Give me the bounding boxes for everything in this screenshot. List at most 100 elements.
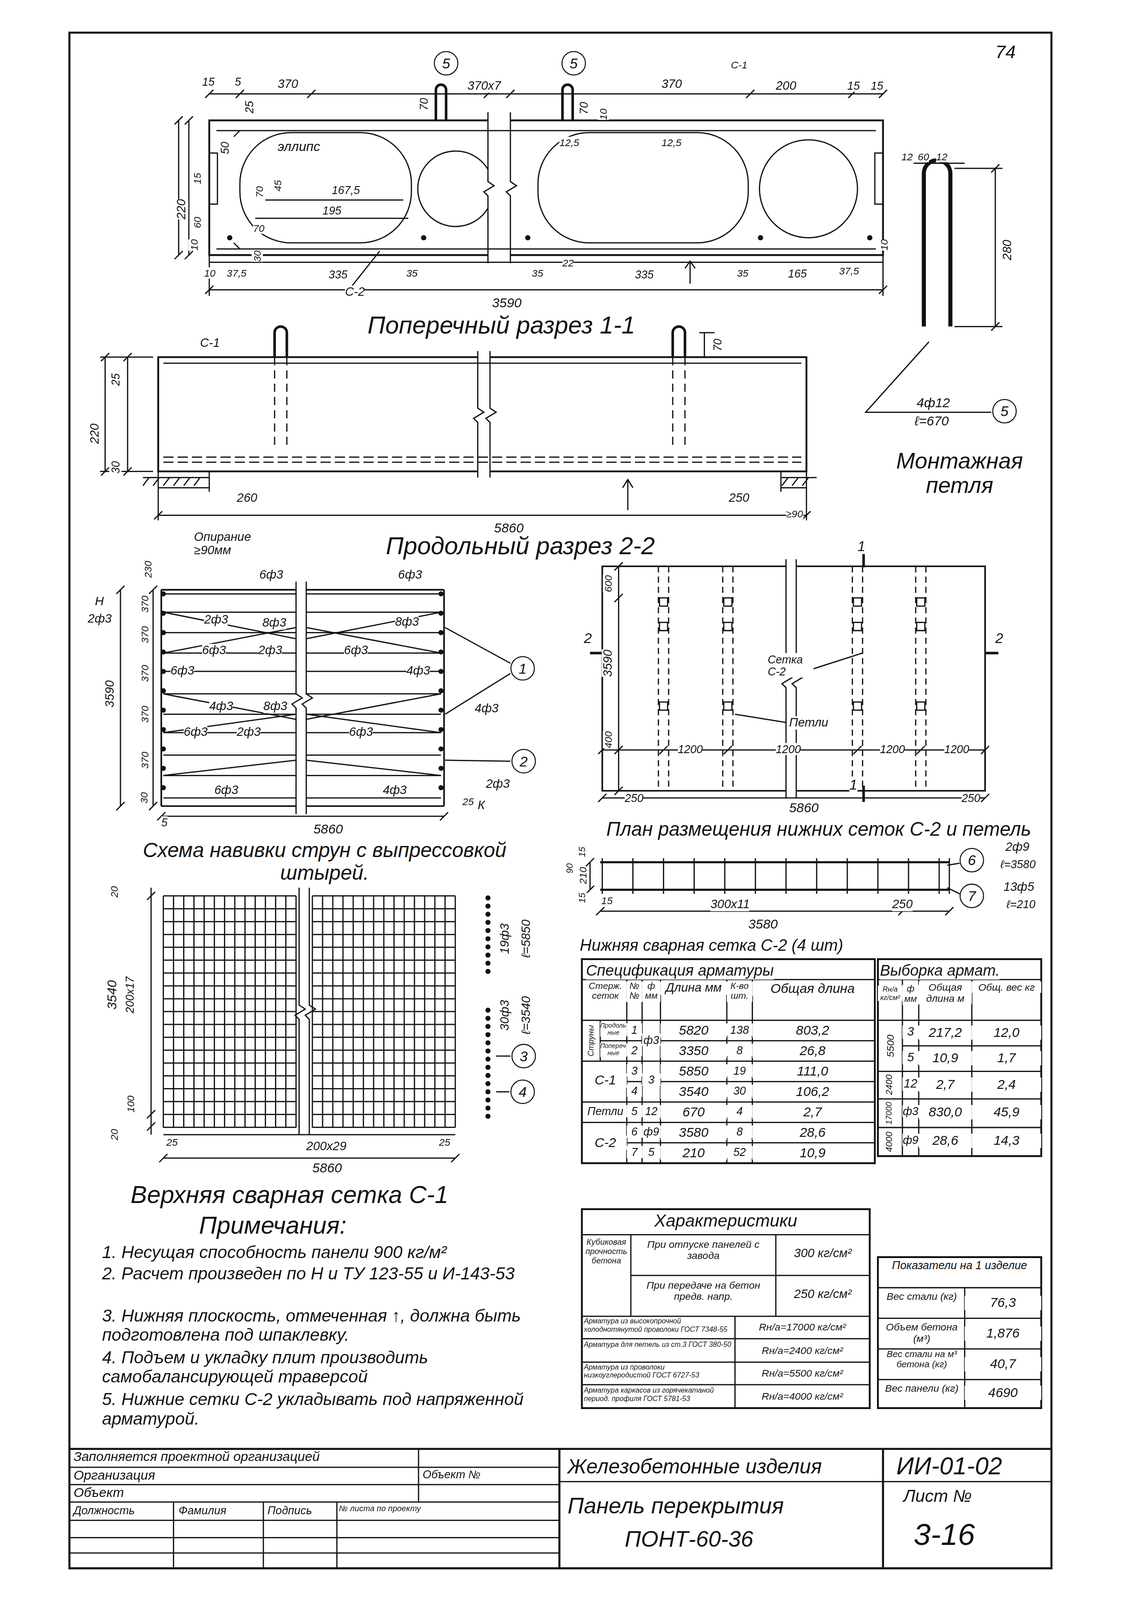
drawing-label: 3580 <box>748 917 778 933</box>
drawing-label: 3-16 <box>913 1518 975 1552</box>
drawing-label: Струны <box>587 1025 597 1057</box>
drawing-label: 19ф3 <box>498 923 512 955</box>
drawing-line <box>581 959 875 1164</box>
drawing-label: Объект <box>73 1486 124 1502</box>
drawing-line <box>163 593 442 799</box>
drawing-label: Объем бетона (м³) <box>880 1322 964 1345</box>
drawing-label: Длина мм <box>660 981 727 996</box>
drawing-line <box>473 350 497 478</box>
drawing-label: 300 кг/см² <box>777 1247 868 1261</box>
drawing-label: эллипс <box>277 139 321 155</box>
drawing-label: 220 <box>175 199 189 220</box>
drawing-label: 15 <box>601 895 613 907</box>
drawing-label: 4ф12 <box>916 396 950 411</box>
drawing-label: 2ф3 <box>87 612 112 626</box>
drawing-line <box>209 120 884 256</box>
drawing-label: Арматура из высокопрочной холоднотянутой… <box>583 1317 733 1334</box>
drawing-label: 3590 <box>103 680 117 708</box>
drawing-label: 2400 <box>884 1074 896 1096</box>
drawing-label: 335 <box>328 268 348 281</box>
drawing-label: ф мм <box>902 984 919 1005</box>
drawing-label: 2,7 <box>918 1077 972 1093</box>
drawing-line <box>867 235 872 240</box>
drawing-label: Н <box>95 595 104 609</box>
drawing-label: 8 <box>726 1044 753 1057</box>
drawing-line <box>417 151 488 227</box>
drawing-label: № листа по проекту <box>338 1505 421 1515</box>
drawing-label: 10,9 <box>918 1051 972 1067</box>
drawing-label: 35 <box>406 267 419 279</box>
drawing-label: 1 <box>849 777 858 794</box>
drawing-label: 5 <box>626 1105 642 1118</box>
drawing-label: 4690 <box>964 1386 1041 1401</box>
drawing-label: Лист № <box>903 1488 972 1508</box>
drawing-label: 3. Нижняя плоскость, отмеченная ↑, должн… <box>102 1307 567 1346</box>
drawing-line <box>602 858 950 894</box>
drawing-label: 220 <box>88 423 102 445</box>
drawing-line <box>923 160 951 327</box>
drawing-label: План размещения нижних сеток С-2 и петел… <box>606 819 1032 842</box>
drawing-label: 28,6 <box>918 1134 972 1149</box>
drawing-label: ф9 <box>641 1125 661 1139</box>
drawing-label: 12 <box>902 1077 919 1092</box>
callout-number: 5 <box>569 55 578 71</box>
drawing-label: 70 <box>417 97 431 111</box>
drawing-label: Должность <box>73 1504 135 1518</box>
drawing-label: 335 <box>634 268 654 281</box>
drawing-label: Заполняется проектной организацией <box>73 1450 320 1466</box>
drawing-label: 12,0 <box>971 1025 1041 1041</box>
drawing-line <box>758 235 763 240</box>
drawing-label: 2,4 <box>971 1077 1041 1093</box>
drawing-label: 15 <box>577 847 589 858</box>
drawing-label: 37,5 <box>839 265 860 277</box>
drawing-line <box>143 477 818 486</box>
drawing-label: 30 <box>109 461 122 474</box>
drawing-label: 400 <box>602 731 614 749</box>
drawing-label: С-1 <box>583 1073 627 1089</box>
callout-number: 3 <box>519 1049 528 1064</box>
drawing-line <box>116 585 449 821</box>
drawing-label: ℓ=670 <box>914 414 949 430</box>
drawing-label: 4ф3 <box>406 664 431 678</box>
drawing-label: 5860 <box>312 1161 342 1177</box>
drawing-line <box>99 353 153 476</box>
drawing-line <box>614 562 623 796</box>
drawing-label: 30 <box>251 250 263 263</box>
drawing-label: Продоль-ные <box>600 1022 627 1037</box>
drawing-label: 370 <box>139 665 151 682</box>
drawing-label: 3 <box>626 1064 642 1078</box>
drawing-label: 250 <box>624 792 644 805</box>
drawing-line <box>435 84 573 121</box>
drawing-label: 4 <box>726 1105 753 1118</box>
drawing-label: 10,9 <box>752 1146 873 1161</box>
drawing-label: Rн/а=2400 кг/см² <box>737 1345 868 1357</box>
drawing-lines <box>69 32 1052 1570</box>
drawing-label: 3540 <box>660 1084 727 1100</box>
callout-circle: 7 <box>959 884 985 909</box>
drawing-label: 280 <box>1000 239 1015 261</box>
drawing-label: 8 <box>726 1125 753 1139</box>
drawing-label: Попереч-ные <box>600 1043 627 1058</box>
drawing-label: ф9 <box>902 1134 919 1147</box>
drawing-label: 15 <box>577 893 589 904</box>
drawing-label: 1,7 <box>971 1051 1041 1067</box>
drawing-label: 28,6 <box>752 1125 873 1141</box>
drawing-label: 1,876 <box>964 1327 1041 1342</box>
drawing-label: 200х29 <box>306 1140 347 1154</box>
drawing-label: 70 <box>253 186 265 198</box>
drawing-label: 4ф3 <box>474 702 499 716</box>
drawing-label: 230 <box>142 561 154 578</box>
drawing-label: 250 <box>729 492 750 506</box>
drawing-line <box>158 357 807 472</box>
drawing-label: Железобетонные изделия <box>567 1455 822 1479</box>
drawing-label: 250 <box>892 898 913 912</box>
drawing-label: 52 <box>726 1146 753 1159</box>
drawing-label: 5 <box>902 1051 919 1065</box>
drawing-label: Выборка армат. <box>880 962 1001 980</box>
drawing-line <box>233 130 240 250</box>
drawing-label: 70 <box>253 222 265 234</box>
drawing-label: Арматура для петель из ст.3 ГОСТ 380-50 <box>583 1341 733 1350</box>
drawing-line <box>227 235 232 240</box>
drawing-line <box>877 1257 1042 1409</box>
drawing-label: 15 <box>870 79 884 92</box>
